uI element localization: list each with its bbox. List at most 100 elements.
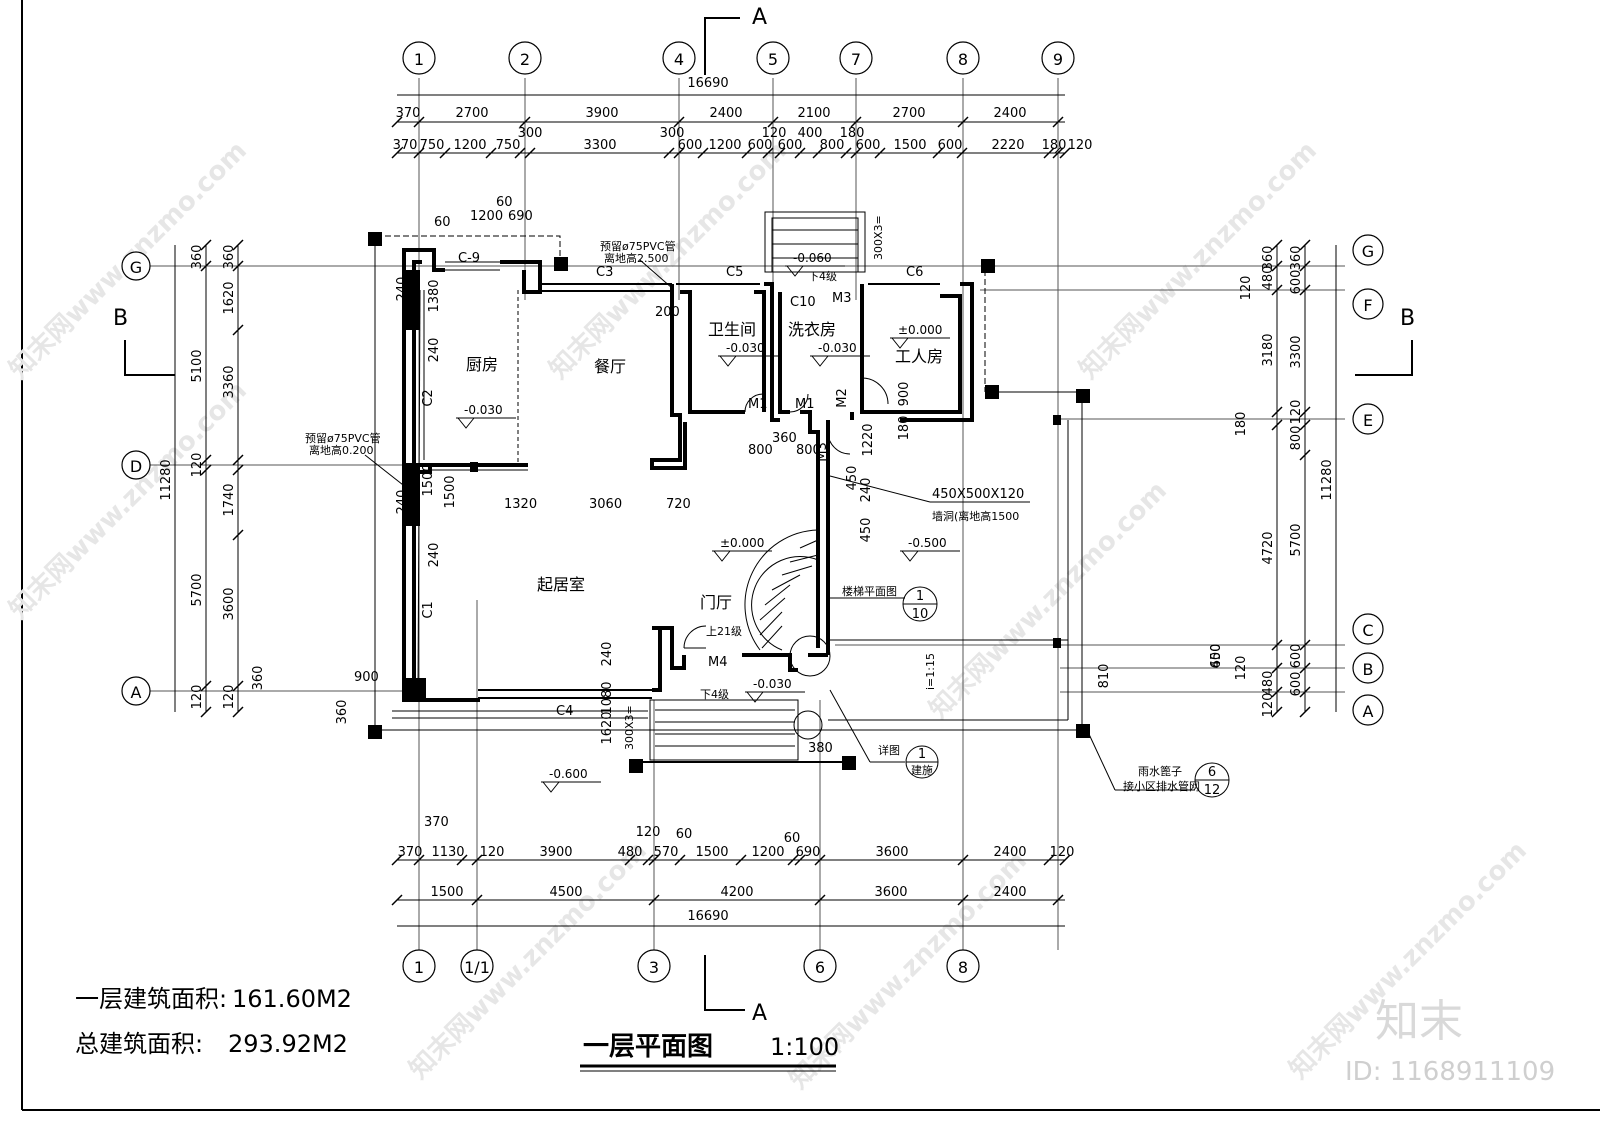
dim-tick <box>648 894 660 906</box>
dim-tick <box>1052 894 1064 906</box>
dim-tick <box>471 854 483 866</box>
dim-tick <box>673 116 685 128</box>
interior-dim: 1320 <box>504 497 537 512</box>
interior-dim: 690 <box>508 209 533 224</box>
dim-tick <box>232 239 244 251</box>
dim-tick <box>456 854 468 866</box>
dim-tick <box>1299 449 1311 461</box>
elevation-garage_area: -0.500 <box>908 536 947 550</box>
elevation-workers: ±0.000 <box>898 323 942 337</box>
bottom-dim-label: 1130 <box>431 845 464 860</box>
axis-right-label: B <box>1363 660 1374 679</box>
top-dimension-lines <box>396 94 1065 154</box>
top-dim-label: 300 <box>660 126 685 141</box>
dim-tick <box>1299 639 1311 651</box>
note-hole-height: 墙洞(离地高1500 <box>932 509 1019 523</box>
interior-dim: 1220 <box>861 423 876 456</box>
bottom-dim-label: 1500 <box>430 885 463 900</box>
interior-dim: 1080 <box>600 681 615 714</box>
right-dim-label: 480 <box>1261 266 1276 291</box>
interior-dim: 240 <box>859 478 874 503</box>
interior-dim: 1500 <box>443 475 458 508</box>
axis-bubble-circle <box>1352 234 1384 266</box>
right-dim-label: 5700 <box>1289 523 1304 556</box>
section-b-right: B <box>1400 306 1415 331</box>
dim-tick <box>1271 706 1283 718</box>
dim-tick <box>767 116 779 128</box>
top-dim-label: 3300 <box>583 138 616 153</box>
right-dimension-lines <box>1276 245 1337 712</box>
interior-dim: 240 <box>427 543 442 568</box>
interior-dim: 360 <box>335 700 350 725</box>
dim-tick <box>1043 854 1055 866</box>
interior-dim: 3060 <box>589 497 622 512</box>
dim-tick <box>471 894 483 906</box>
right-dim-label: 480 <box>1261 671 1276 696</box>
column-markers <box>368 232 1090 773</box>
dim-tick <box>787 854 799 866</box>
interior-dim: 810 <box>1097 664 1112 689</box>
dim-tick <box>200 454 212 466</box>
interior-dim: 900 <box>897 382 912 407</box>
stat-total-area-label: 总建筑面积: <box>75 1030 203 1058</box>
interior-dim: 800 <box>748 443 773 458</box>
interior-dim: 450 <box>845 466 860 491</box>
right-overall-dim: 11280 <box>1320 459 1335 500</box>
top-dim-label: 800 <box>820 138 845 153</box>
axis-bubble-circle <box>121 251 151 281</box>
callout-detail-den: 建施 <box>911 763 933 777</box>
top-dim-label: 1500 <box>893 138 926 153</box>
dim-tick <box>794 147 806 159</box>
top-dim-label: 180 <box>1042 138 1067 153</box>
room-kitchen: 厨房 <box>466 355 498 374</box>
axis-bubble-circle <box>121 676 151 706</box>
dim-tick <box>439 147 451 159</box>
top-dim-label: 600 <box>938 138 963 153</box>
axis-bubble-circle <box>1352 652 1384 684</box>
left-dim-label: 5100 <box>190 349 205 382</box>
note-stair-up: 上21级 <box>706 625 742 638</box>
opening-label: C10 <box>790 295 816 310</box>
axis-bubble-circle <box>662 41 696 75</box>
walls <box>402 248 974 702</box>
dim-tick <box>674 854 686 866</box>
axis-bottom-label: 1/1 <box>464 958 490 977</box>
axis-bubble-circle <box>839 41 873 75</box>
dim-tick <box>232 324 244 336</box>
note-pvc-left-2: 离地高0.200 <box>309 443 374 457</box>
top-dim-label: 600 <box>748 138 773 153</box>
axis-right-label: G <box>1362 242 1374 261</box>
dim-tick <box>932 147 944 159</box>
bottom-dim-label: 2400 <box>993 885 1026 900</box>
dim-tick <box>957 854 969 866</box>
dim-tick <box>850 116 862 128</box>
room-living: 起居室 <box>537 575 585 594</box>
left-dim-label: 360 <box>251 666 266 691</box>
axis-right-label: A <box>1363 702 1374 721</box>
dim-tick <box>1271 239 1283 251</box>
dim-tick <box>1299 406 1311 418</box>
bottom-dim-label: 480 <box>618 845 643 860</box>
dim-tick <box>1271 260 1283 272</box>
dim-tick <box>391 147 403 159</box>
top-dim-label: 120 <box>1068 138 1093 153</box>
right-dim-label: 800 <box>1289 426 1304 451</box>
note-step-dim-bottom: 300X3= <box>623 705 636 750</box>
note-step-dim-top: 300X3= <box>872 215 885 260</box>
right-dim-label: 360 <box>1261 246 1276 271</box>
top-dim-label: 1200 <box>708 138 741 153</box>
opening-label: C1 <box>421 601 436 618</box>
elevation-triangle <box>901 550 919 562</box>
left-dim-label: 120 <box>190 453 205 478</box>
dim-tick <box>1299 419 1311 431</box>
bottom-dim-label: 370 <box>398 845 423 860</box>
opening-label: M1 <box>795 397 815 412</box>
dim-tick <box>413 116 425 128</box>
opening-label: M3 <box>832 291 852 306</box>
interior-dim: 200 <box>655 305 680 320</box>
axis-bubble-circle <box>1352 403 1384 435</box>
grid-lines <box>150 78 1345 950</box>
dim-tick <box>200 260 212 272</box>
top-dim-label: 1200 <box>453 138 486 153</box>
